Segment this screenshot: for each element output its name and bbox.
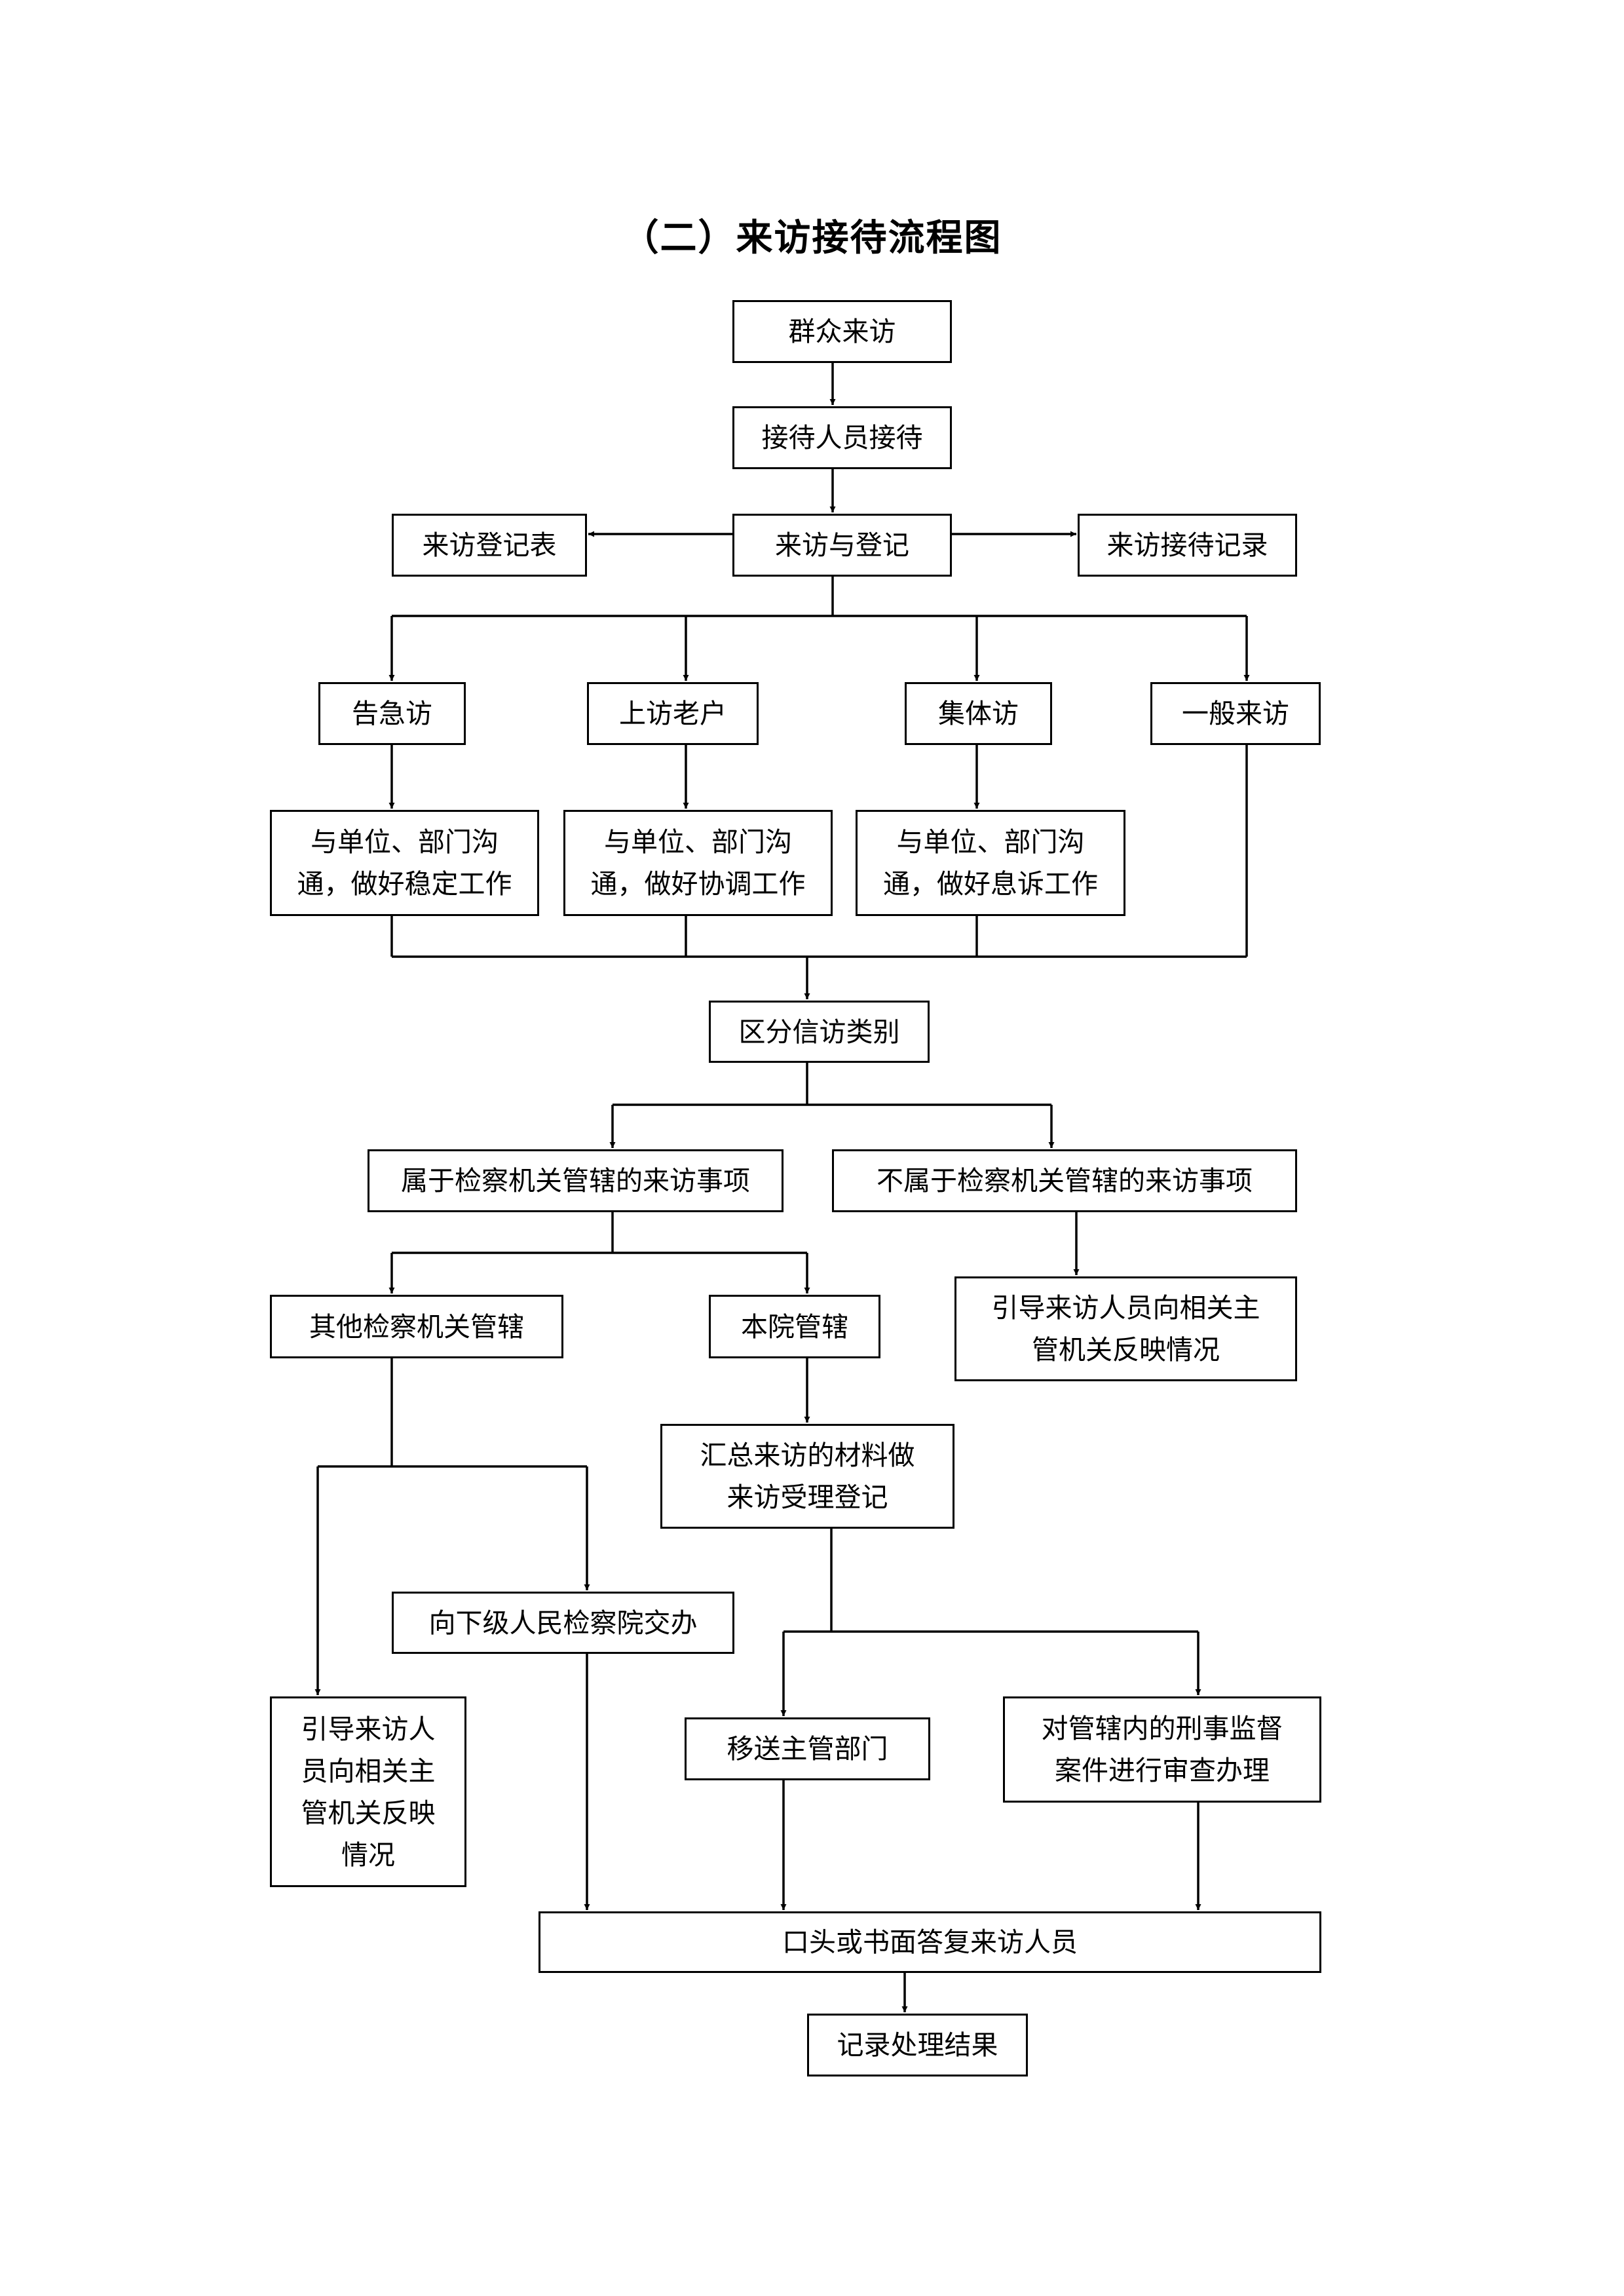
node-out-of-procuratorate-scope: 不属于检察机关管辖的来访事项 [832,1149,1297,1212]
node-other-procuratorate: 其他检察机关管辖 [270,1295,563,1358]
page-title: （二）来访接待流程图 [622,217,1002,259]
node-record-result: 记录处理结果 [807,2014,1028,2076]
node-guide-to-authority-right: 引导来访人员向相关主 管机关反映情况 [954,1276,1297,1381]
node-in-procuratorate-scope: 属于检察机关管辖的来访事项 [368,1149,784,1212]
node-long-term-petitioner: 上访老户 [587,682,759,745]
node-visit-registration: 来访与登记 [732,514,952,577]
node-public-visit: 群众来访 [732,300,952,363]
node-urgent-visit: 告急访 [318,682,466,745]
node-review-criminal-cases: 对管辖内的刑事监督 案件进行审查办理 [1003,1696,1321,1803]
node-reply-to-visitor: 口头或书面答复来访人员 [538,1911,1321,1973]
node-coordinate-work: 与单位、部门沟 通，做好协调工作 [563,810,833,916]
node-visit-register-form: 来访登记表 [392,514,587,577]
node-classify-petition: 区分信访类别 [709,1001,930,1063]
node-summarize-and-register: 汇总来访的材料做 来访受理登记 [660,1424,954,1529]
node-reception-record: 来访接待记录 [1078,514,1297,577]
node-collective-visit: 集体访 [905,682,1052,745]
node-guide-to-authority-left: 引导来访人 员向相关主 管机关反映 情况 [270,1696,466,1887]
node-reception-staff: 接待人员接待 [732,406,952,469]
node-stabilize-work: 与单位、部门沟 通，做好稳定工作 [270,810,539,916]
node-assign-to-lower-court: 向下级人民检察院交办 [392,1592,734,1654]
node-transfer-to-department: 移送主管部门 [685,1717,930,1780]
node-this-court: 本院管辖 [709,1295,880,1358]
node-resolve-work: 与单位、部门沟 通，做好息诉工作 [856,810,1125,916]
node-general-visit: 一般来访 [1150,682,1321,745]
